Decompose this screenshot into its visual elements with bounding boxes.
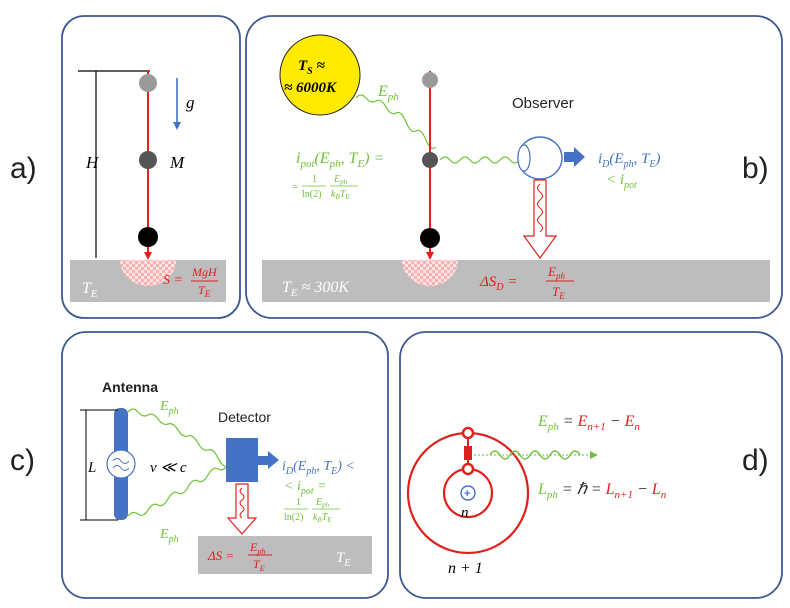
mass-top (422, 72, 438, 88)
mass-bottom (420, 228, 440, 248)
electron-outer (461, 426, 475, 440)
observer-label: Observer (512, 95, 574, 112)
ac-source (106, 449, 136, 479)
panel-c: Antenna L v ≪ c Eph Eph Detector iD(Eph,… (61, 331, 389, 599)
angular-momentum-equation: Lph = ℏ = Ln+1 − Ln (537, 481, 667, 501)
detector (226, 438, 258, 482)
antenna-label: Antenna (102, 379, 158, 395)
photon-lower (127, 458, 239, 517)
nucleus-charge: + (464, 488, 470, 500)
ground (198, 536, 372, 574)
sun-temperature-line1: TS ≈ (298, 58, 325, 77)
photon-energy-upper: Eph (159, 399, 179, 417)
entropy-numerator: MgH (191, 265, 218, 279)
fraction2-numerator: Eph (333, 174, 348, 186)
fraction2-denominator: kBTE (313, 512, 332, 524)
panel-d: + n n + 1 Eph = En+1 − En Lph = ℏ = Ln+1… (399, 331, 783, 599)
heat-blob (120, 260, 176, 286)
electron-inner (461, 462, 475, 476)
info-arrow-head (268, 451, 279, 469)
mass-bottom (138, 227, 158, 247)
mass-top (139, 74, 157, 92)
entropy-change-denominator: TE (552, 284, 565, 301)
detector-label: Detector (218, 409, 271, 425)
ground-temperature: TE (82, 280, 98, 300)
panel-label-c: c) (10, 444, 35, 477)
heat-wave (239, 487, 245, 519)
length-label: L (87, 460, 96, 476)
ground (262, 260, 770, 302)
less-than-potential: < ipot (606, 172, 637, 191)
mass-label: M (169, 153, 185, 172)
panel-label-d: d) (742, 444, 769, 477)
ac-source-symbol (112, 458, 130, 471)
photon-upper (127, 408, 239, 474)
ground-temperature: TE ≈ 300K (282, 279, 350, 299)
scattered-photon (439, 156, 521, 164)
panel-b: TS ≈ ≈ 6000K Eph Observer ipot(Eph, TE) … (245, 15, 783, 319)
sun-temperature-line2: ≈ 6000K (284, 80, 337, 96)
entropy-change-numerator: Eph (547, 264, 565, 281)
fraction2-numerator: Eph (315, 497, 330, 509)
entropy-change-label: ΔS = (207, 548, 234, 563)
panel-a: H g M TE S = MgH TE (61, 15, 241, 319)
equals-sign: = (292, 181, 298, 193)
less-than-potential: < ipot = (284, 479, 327, 497)
eye-lens (517, 144, 531, 172)
entropy-label: S = (163, 273, 183, 288)
panel-label-b: b) (742, 152, 769, 185)
fraction1-denominator: ln(2) (284, 512, 303, 523)
detected-info-label: iD(Eph, TE) < (282, 459, 355, 477)
mass-middle (139, 151, 157, 169)
entropy-change-numerator: Eph (249, 540, 265, 556)
panel-a-frame (61, 15, 241, 319)
panel-d-frame (399, 331, 783, 599)
potential-info-lhs: ipot(Eph, TE) = (296, 150, 384, 170)
entropy-change-denominator: TE (253, 557, 265, 573)
info-arrow-shaft (258, 456, 268, 465)
heat-wave (537, 183, 543, 233)
transition-bar (464, 446, 472, 460)
fraction1-numerator: 1 (296, 497, 301, 508)
entropy-arrow (226, 483, 258, 535)
heat-blob (402, 260, 458, 286)
orbit-n-label: n (461, 505, 469, 521)
height-label: H (85, 153, 100, 172)
energy-equation: Eph = En+1 − En (537, 413, 640, 433)
info-arrow-shaft (564, 152, 574, 162)
nucleus (460, 485, 476, 501)
photon-energy-lower: Eph (159, 527, 179, 545)
speed-relation: v ≪ c (150, 460, 187, 476)
fraction1-denominator: ln(2) (302, 189, 321, 200)
fraction2-denominator: kBTE (331, 189, 350, 201)
gravity-label: g (186, 93, 195, 112)
orbit-n-plus-1-label: n + 1 (448, 560, 483, 577)
photon-from-sun (355, 94, 437, 150)
panel-c-frame (61, 331, 389, 599)
panel-b-frame (245, 15, 783, 319)
emitted-photon (489, 450, 581, 460)
entropy-arrow (522, 179, 558, 260)
ground-temperature: TE (336, 550, 350, 569)
panel-label-a: a) (10, 152, 37, 185)
mass-middle (422, 152, 438, 168)
detected-info-label: iD(Eph, TE) (598, 151, 661, 170)
photon-energy-label: Eph (377, 83, 399, 103)
sun (279, 34, 361, 116)
info-arrow-head (574, 147, 585, 167)
entropy-change-label: ΔSD = (479, 274, 517, 293)
entropy-denominator: TE (198, 283, 211, 299)
fraction1-numerator: 1 (312, 174, 317, 185)
